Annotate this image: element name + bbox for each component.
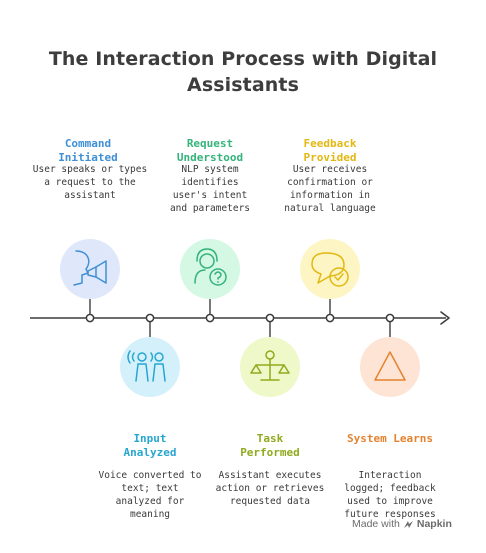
icon-circle: [60, 239, 120, 299]
napkin-logo-icon: [403, 520, 413, 528]
step-description-request-understood: NLP system identifies user's intent and …: [169, 164, 251, 214]
scales-icon: [240, 337, 300, 397]
step-title-input-analyzed: Input Analyzed: [123, 432, 177, 459]
icon-circle: [360, 337, 420, 397]
watermark: Made with Napkin: [352, 518, 452, 530]
voice-people-icon: [120, 337, 180, 397]
watermark-brand: Napkin: [416, 518, 452, 530]
timeline-marker: [145, 313, 155, 323]
icon-circle: [120, 337, 180, 397]
icon-circle: [300, 239, 360, 299]
step-description-input-analyzed: Voice converted to text; text analyzed f…: [98, 470, 202, 520]
user-megaphone-icon: [60, 239, 120, 299]
step-title-task-performed: Task Performed: [240, 432, 300, 459]
watermark-prefix: Made with: [352, 518, 400, 530]
icon-circle: [180, 239, 240, 299]
timeline-marker: [385, 313, 395, 323]
step-title-feedback-provided: Feedback Provided: [303, 137, 357, 164]
timeline-marker: [85, 313, 95, 323]
step-description-command-initiated: User speaks or types a request to the as…: [32, 164, 148, 201]
timeline-marker: [325, 313, 335, 323]
step-title-system-learns: System Learns: [346, 432, 434, 445]
step-description-system-learns: Interaction logged; feedback used to imp…: [344, 470, 436, 520]
timeline-arrowhead: [440, 311, 450, 325]
step-description-task-performed: Assistant executes action or retrieves r…: [215, 470, 325, 507]
headset-question-icon: [180, 239, 240, 299]
step-title-command-initiated: Command Initiated: [58, 137, 118, 164]
diagram-title: The Interaction Process with Digital Ass…: [48, 48, 438, 96]
timeline-marker: [205, 313, 215, 323]
step-title-request-understood: Request Understood: [176, 137, 244, 164]
triangle-icon: [360, 337, 420, 397]
speech-check-icon: [300, 239, 360, 299]
step-description-feedback-provided: User receives confirmation or informatio…: [284, 164, 376, 214]
timeline-marker: [265, 313, 275, 323]
